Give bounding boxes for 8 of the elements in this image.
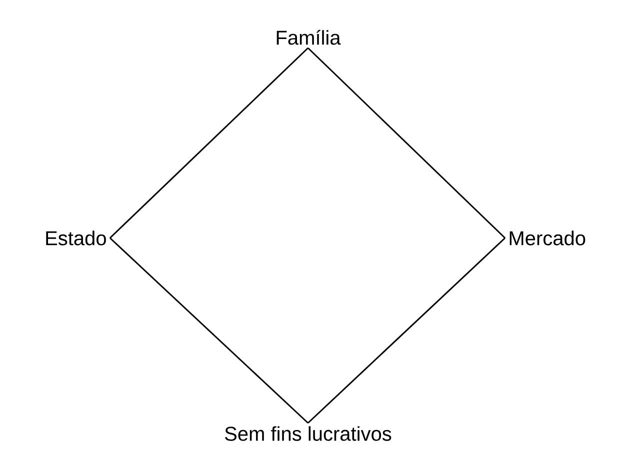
- diamond-side: [109, 237, 309, 424]
- diamond-side: [307, 47, 506, 239]
- vertex-label: Mercado: [510, 230, 586, 246]
- vertex-label: Estado: [46, 230, 106, 246]
- vertex-label: Família: [276, 30, 341, 45]
- diamond-side: [307, 237, 506, 424]
- vertex-label: Sem fins lucrativos: [225, 426, 392, 441]
- diamond-side: [109, 47, 309, 239]
